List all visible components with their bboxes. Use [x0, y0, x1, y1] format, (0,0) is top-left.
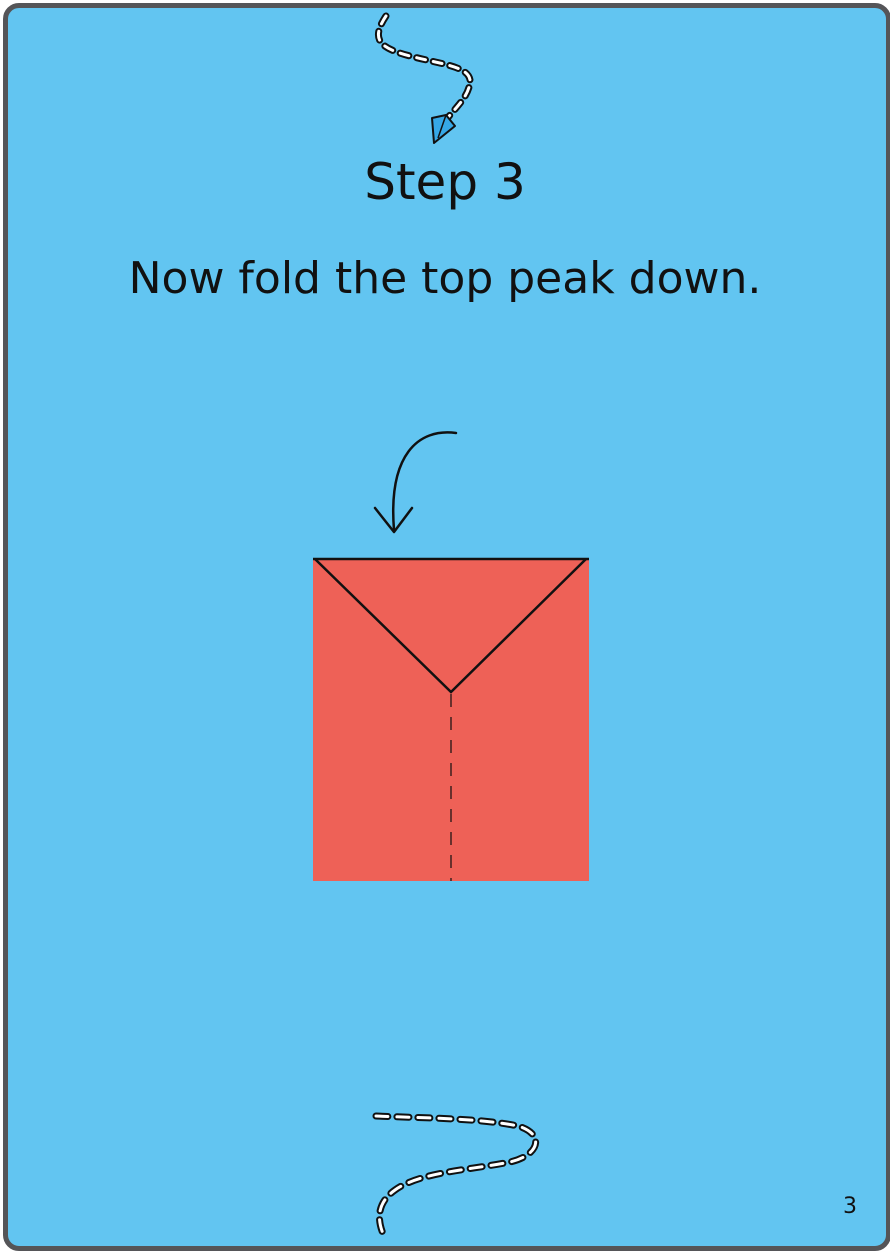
- dashed-flight-path-bottom-icon: [372, 1112, 540, 1240]
- page-number: 3: [843, 1194, 857, 1219]
- paper-plane-icon: [431, 114, 456, 144]
- paper-sheet: [313, 557, 589, 881]
- dashed-flight-path-top-icon: [374, 12, 474, 124]
- step-title: Step 3: [364, 153, 526, 211]
- curved-arrow-down-icon: [373, 431, 458, 534]
- step-instruction: Now fold the top peak down.: [128, 253, 762, 304]
